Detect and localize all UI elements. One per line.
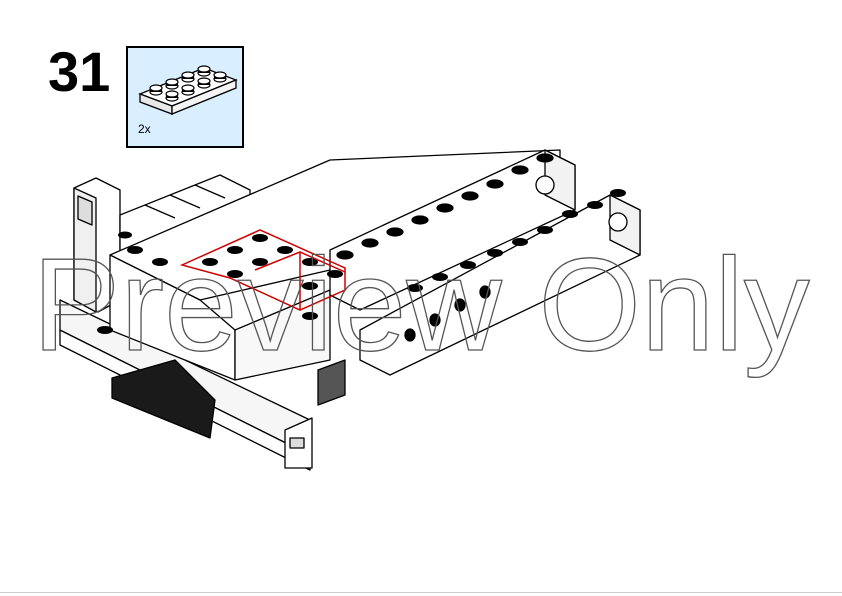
parts-callout: 2x xyxy=(126,46,244,148)
step-number: 31 xyxy=(48,40,111,103)
part-quantity: 2x xyxy=(138,122,151,136)
plate-2x4-icon xyxy=(138,65,238,115)
new-part-highlight xyxy=(179,229,346,311)
page-divider xyxy=(0,592,842,593)
